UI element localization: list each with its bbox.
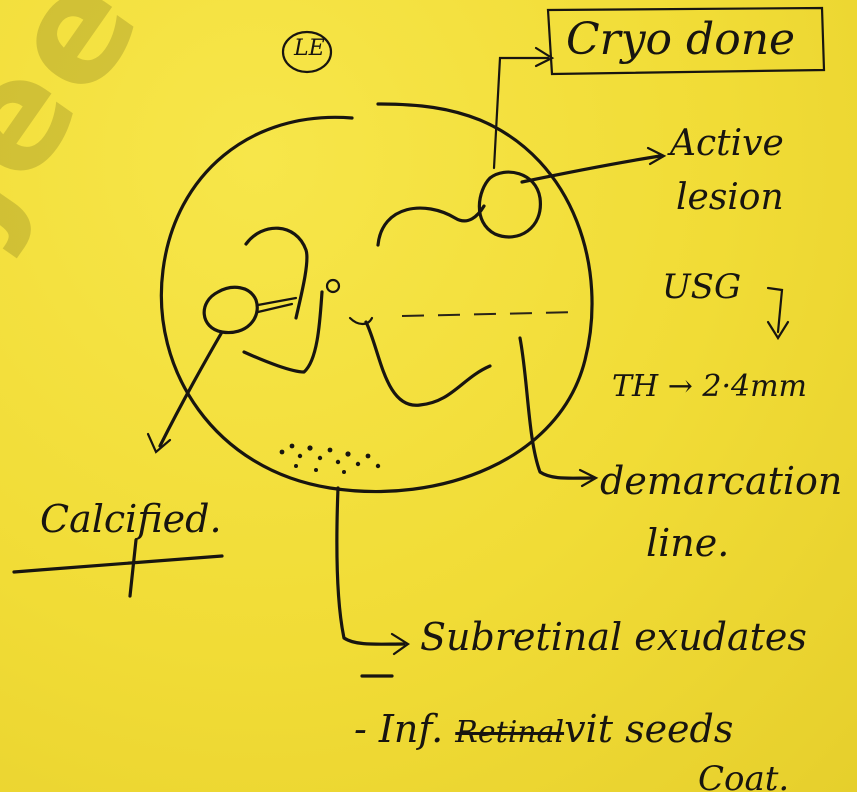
vessel-lower-left bbox=[242, 290, 324, 374]
calcified-tail bbox=[256, 296, 298, 307]
subretinal-label: Subretinal exudates bbox=[420, 615, 807, 659]
demarcation-arrowhead bbox=[578, 468, 599, 488]
cryo-done-label: Cryo done bbox=[566, 14, 796, 65]
usg-arrowhead bbox=[766, 320, 790, 341]
cryo-arrowhead bbox=[534, 46, 555, 68]
optic-disc bbox=[325, 278, 341, 294]
exudate-dots bbox=[279, 443, 381, 474]
usg-bracket bbox=[766, 286, 784, 334]
active-lesion-label-2: lesion bbox=[676, 177, 784, 218]
vessel-upper-left bbox=[244, 226, 309, 320]
subretinal-arrowhead bbox=[390, 632, 410, 656]
fundus-outline bbox=[159, 102, 594, 494]
eye-label: LE bbox=[294, 36, 325, 61]
th-label: TH → 2·4mm bbox=[612, 369, 807, 404]
vessel-upper-right bbox=[376, 204, 486, 247]
active-lesion bbox=[477, 170, 542, 239]
demarcation-arrow bbox=[518, 336, 594, 480]
subretinal-arrow bbox=[335, 486, 406, 646]
active-lesion-label-1: Active bbox=[670, 123, 784, 164]
active-lesion-arrow bbox=[520, 154, 662, 184]
active-arrowhead bbox=[646, 146, 667, 166]
usg-label: USG bbox=[662, 267, 742, 307]
last-fragment-label: Coat. bbox=[698, 759, 790, 792]
calcified-tick bbox=[128, 538, 138, 598]
vessel-small bbox=[348, 316, 374, 326]
calcified-label: Calcified. bbox=[40, 497, 222, 541]
demarcation-label-2: line. bbox=[646, 521, 730, 565]
vit-seeds-label: vit seeds bbox=[564, 707, 734, 751]
struck-word: Retinal bbox=[455, 715, 565, 750]
eye-label-circle bbox=[281, 30, 333, 74]
vessel-lower-right bbox=[364, 320, 492, 407]
inferior-vit-seeds-line: - Inf. Retinalvit seeds bbox=[354, 710, 733, 748]
cryo-connector bbox=[492, 56, 550, 170]
calcified-arrow bbox=[158, 330, 224, 448]
calcified-tail-2 bbox=[256, 302, 294, 314]
calcified-arrowhead bbox=[146, 432, 172, 454]
calcified-lesion bbox=[202, 285, 259, 335]
demarcation-label-1: demarcation bbox=[600, 459, 843, 503]
inf-prefix: - Inf. bbox=[354, 707, 444, 751]
demarcation-dashed-line bbox=[401, 311, 581, 317]
cryo-box bbox=[546, 6, 826, 76]
calcified-underline bbox=[12, 554, 224, 574]
